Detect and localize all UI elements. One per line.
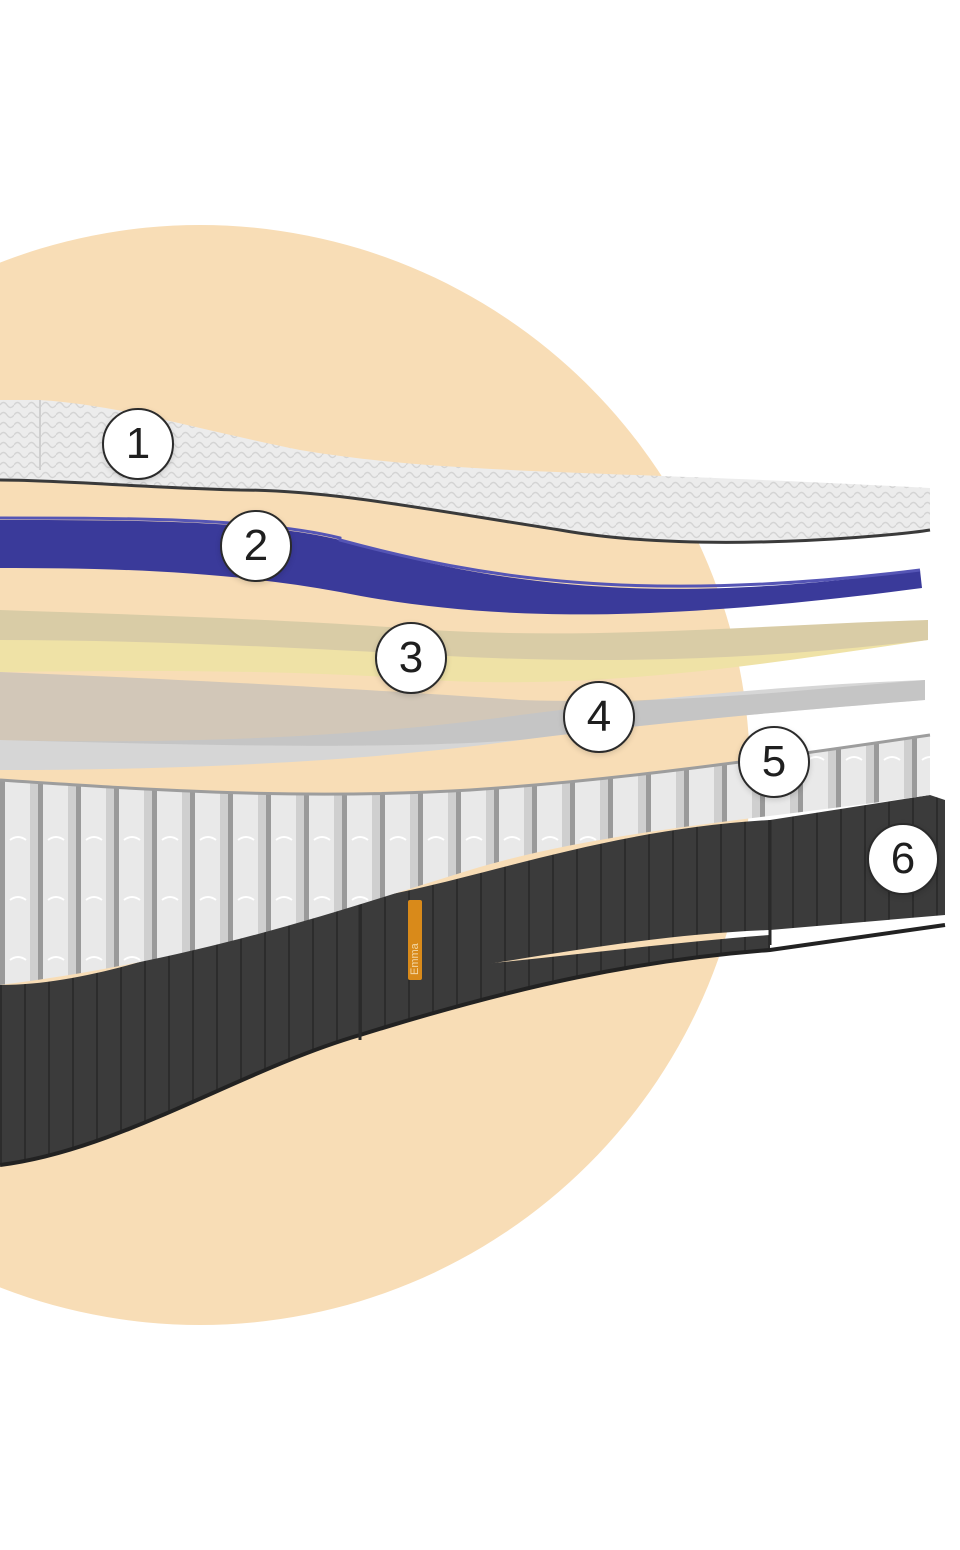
layer-1-badge[interactable]: 1 [102,408,174,480]
brand-tag: Emma [408,900,422,980]
layer-4-badge[interactable]: 4 [563,681,635,753]
layer-5-badge[interactable]: 5 [738,726,810,798]
svg-text:Emma: Emma [409,942,421,975]
top-cover-layer [0,400,930,543]
base-layer [0,795,945,993]
yellow-foam-layer [0,620,928,683]
spring-layer [0,735,930,985]
layer-6-badge[interactable]: 6 [867,823,939,895]
layer-3-badge[interactable]: 3 [375,622,447,694]
base-front [0,935,770,1165]
layer-2-badge[interactable]: 2 [220,510,292,582]
